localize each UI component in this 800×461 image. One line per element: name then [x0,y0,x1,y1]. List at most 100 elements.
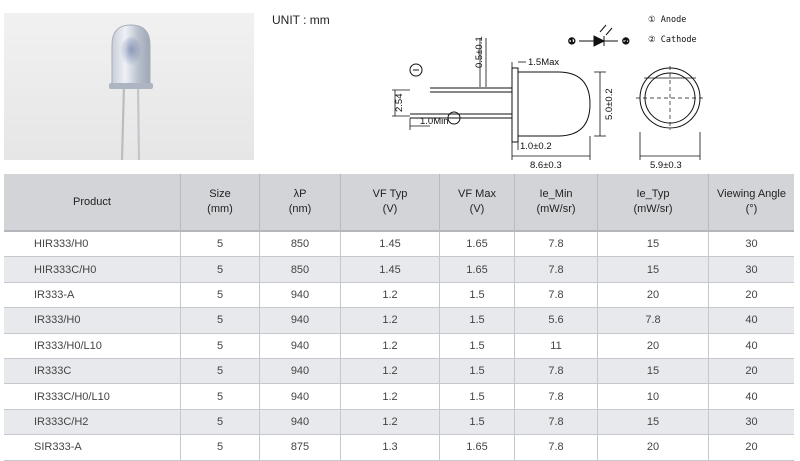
header-vf-max: VF Max(V) [439,174,515,232]
cell-ie-typ: 15 [597,231,709,258]
cell-ie-typ: 15 [597,409,709,436]
cell-ie-typ: 15 [597,256,709,283]
cell-product: IR333C/H0/L10 [4,383,181,410]
cell-product: IR333C [4,358,181,385]
cell-ie-typ: 20 [597,282,709,309]
cell-size: 5 [180,282,260,309]
dim-outer-diameter: 5.9±0.3 [650,160,682,168]
cell-size: 5 [180,434,260,461]
cell-wavelength: 850 [259,231,341,258]
cell-vf-typ: 1.2 [340,333,440,359]
cell-vf-typ: 1.45 [340,256,440,283]
cell-vf-max: 1.65 [439,231,515,258]
cell-vf-max: 1.5 [439,383,515,410]
dim-flange: 1.5Max [528,57,559,68]
cell-viewing-angle: 40 [708,333,794,359]
cell-ie-min: 7.8 [514,282,598,309]
cell-vf-max: 1.65 [439,434,515,461]
cell-ie-typ: 15 [597,358,709,385]
cell-size: 5 [180,409,260,436]
cell-viewing-angle: 20 [708,434,794,461]
cell-viewing-angle: 20 [708,282,794,309]
cell-vf-typ: 1.2 [340,409,440,436]
cell-ie-min: 7.8 [514,256,598,283]
dimension-drawing: ① ② ① Anode ② Cathode [392,15,704,168]
cell-size: 5 [180,333,260,359]
cell-ie-min: 7.8 [514,383,598,410]
header-ie-typ: Ie_Typ(mW/sr) [597,174,709,232]
pin2-marker: ② [622,37,630,47]
cell-size: 5 [180,383,260,410]
cell-product: HIR333/H0 [4,231,181,258]
cell-ie-typ: 7.8 [597,307,709,334]
cell-vf-max: 1.5 [439,307,515,334]
header-viewing-angle: Viewing Angle (°) [708,174,794,232]
dim-lead-min: 1.0Min [420,116,449,127]
side-view [392,38,606,160]
dim-lead-width: 0.5±0.1 [474,36,485,68]
dim-flange-thickness: 1.0±0.2 [520,141,552,152]
cell-viewing-angle: 20 [708,358,794,385]
cell-viewing-angle: 40 [708,307,794,334]
cell-ie-min: 5.6 [514,307,598,334]
cell-vf-typ: 1.2 [340,307,440,334]
cell-wavelength: 940 [259,409,341,436]
cell-ie-min: 7.8 [514,358,598,385]
cell-vf-typ: 1.2 [340,282,440,309]
cell-vf-max: 1.65 [439,256,515,283]
cell-viewing-angle: 30 [708,256,794,283]
spec-table: Product Size(mm) λP(nm) VF Typ(V) VF Max… [4,174,794,461]
cell-size: 5 [180,256,260,283]
cell-vf-typ: 1.2 [340,358,440,385]
header-vf-typ: VF Typ(V) [340,174,440,232]
cell-product: IR333/H0/L10 [4,333,181,359]
header-size: Size(mm) [180,174,260,232]
cell-ie-typ: 10 [597,383,709,410]
cell-wavelength: 940 [259,307,341,334]
cell-wavelength: 875 [259,434,341,461]
cell-wavelength: 850 [259,256,341,283]
legend-anode: ① Anode [648,15,686,25]
cell-viewing-angle: 30 [708,231,794,258]
cell-viewing-angle: 40 [708,383,794,410]
dim-pitch: 2.54 [394,94,405,113]
cell-ie-min: 7.8 [514,409,598,436]
cell-product: HIR333C/H0 [4,256,181,283]
dim-length: 8.6±0.3 [530,160,562,168]
cell-product: IR333/H0 [4,307,181,334]
cell-wavelength: 940 [259,282,341,309]
legend-cathode: ② Cathode [648,35,697,45]
cell-size: 5 [180,307,260,334]
cell-vf-max: 1.5 [439,333,515,359]
diode-symbol-icon: ① ② [568,24,631,48]
table-header-row: Product Size(mm) λP(nm) VF Typ(V) VF Max… [4,174,794,232]
unit-label: UNIT : mm [272,13,330,27]
cell-product: IR333-A [4,282,181,309]
cell-vf-typ: 1.3 [340,434,440,461]
cell-ie-min: 7.8 [514,231,598,258]
cell-product: SIR333-A [4,434,181,461]
end-view [636,66,704,160]
cell-vf-typ: 1.2 [340,383,440,410]
header-product: Product [4,174,181,232]
cell-wavelength: 940 [259,333,341,359]
cell-wavelength: 940 [259,358,341,385]
cell-ie-typ: 20 [597,333,709,359]
cell-size: 5 [180,358,260,385]
cell-ie-min: 7.8 [514,434,598,461]
header-ie-min: Ie_Min(mW/sr) [514,174,598,232]
cell-product: IR333C/H2 [4,409,181,436]
cell-vf-typ: 1.45 [340,231,440,258]
cell-wavelength: 940 [259,383,341,410]
cell-vf-max: 1.5 [439,282,515,309]
cell-ie-min: 11 [514,333,598,359]
